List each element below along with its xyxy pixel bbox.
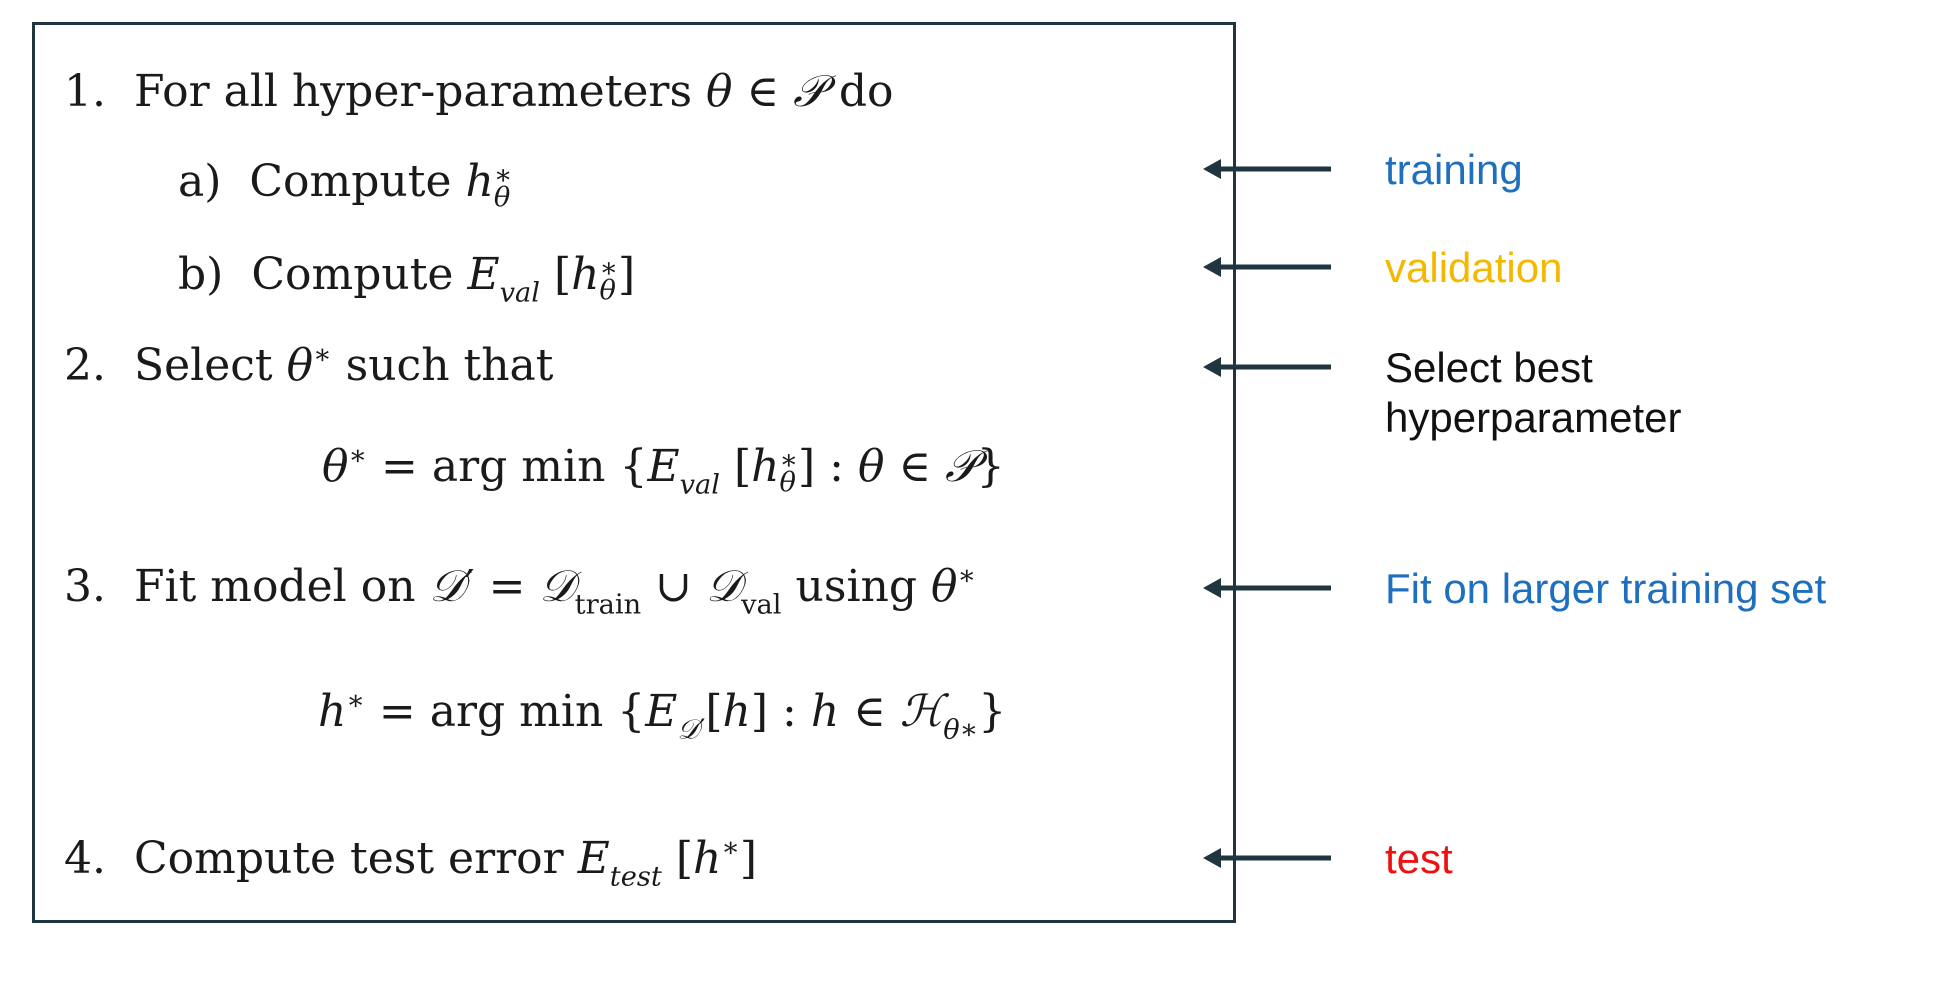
- step-2-equation: θ∗ = arg min {Eval [h∗θ] : θ ∈ 𝒫}: [322, 440, 1005, 501]
- arrow-test: [1203, 846, 1331, 870]
- algorithm-box: [32, 22, 1236, 923]
- label-test: test: [1385, 835, 1453, 882]
- label-fit: Fit on larger training set: [1385, 565, 1827, 612]
- arrow-training: [1203, 157, 1331, 181]
- step-1b: b) Compute Eval [h∗θ]: [178, 249, 636, 309]
- arrow-select: [1203, 355, 1331, 379]
- step-3-equation: h∗ = arg min {E𝒟′[h] : h ∈ ℋθ∗}: [318, 685, 1007, 746]
- label-select-line2: hyperparameter: [1385, 393, 1682, 441]
- step-2: 2. Select θ∗ such that: [64, 339, 554, 391]
- label-select-line1: Select best: [1385, 344, 1593, 391]
- label-select: Select best hyperparameter: [1385, 343, 1681, 442]
- arrow-validation: [1203, 255, 1331, 279]
- label-validation: validation: [1385, 244, 1563, 291]
- step-1a: a) Compute h∗θ: [178, 156, 513, 213]
- step-3: 3. Fit model on 𝒟′ = 𝒟train ∪ 𝒟val using…: [64, 560, 977, 621]
- label-training: training: [1385, 146, 1523, 193]
- arrow-fit: [1203, 576, 1331, 600]
- step-1: 1. For all hyper-parameters θ ∈ 𝒫 do: [64, 66, 894, 117]
- step-4: 4. Compute test error Etest [h∗]: [64, 832, 758, 893]
